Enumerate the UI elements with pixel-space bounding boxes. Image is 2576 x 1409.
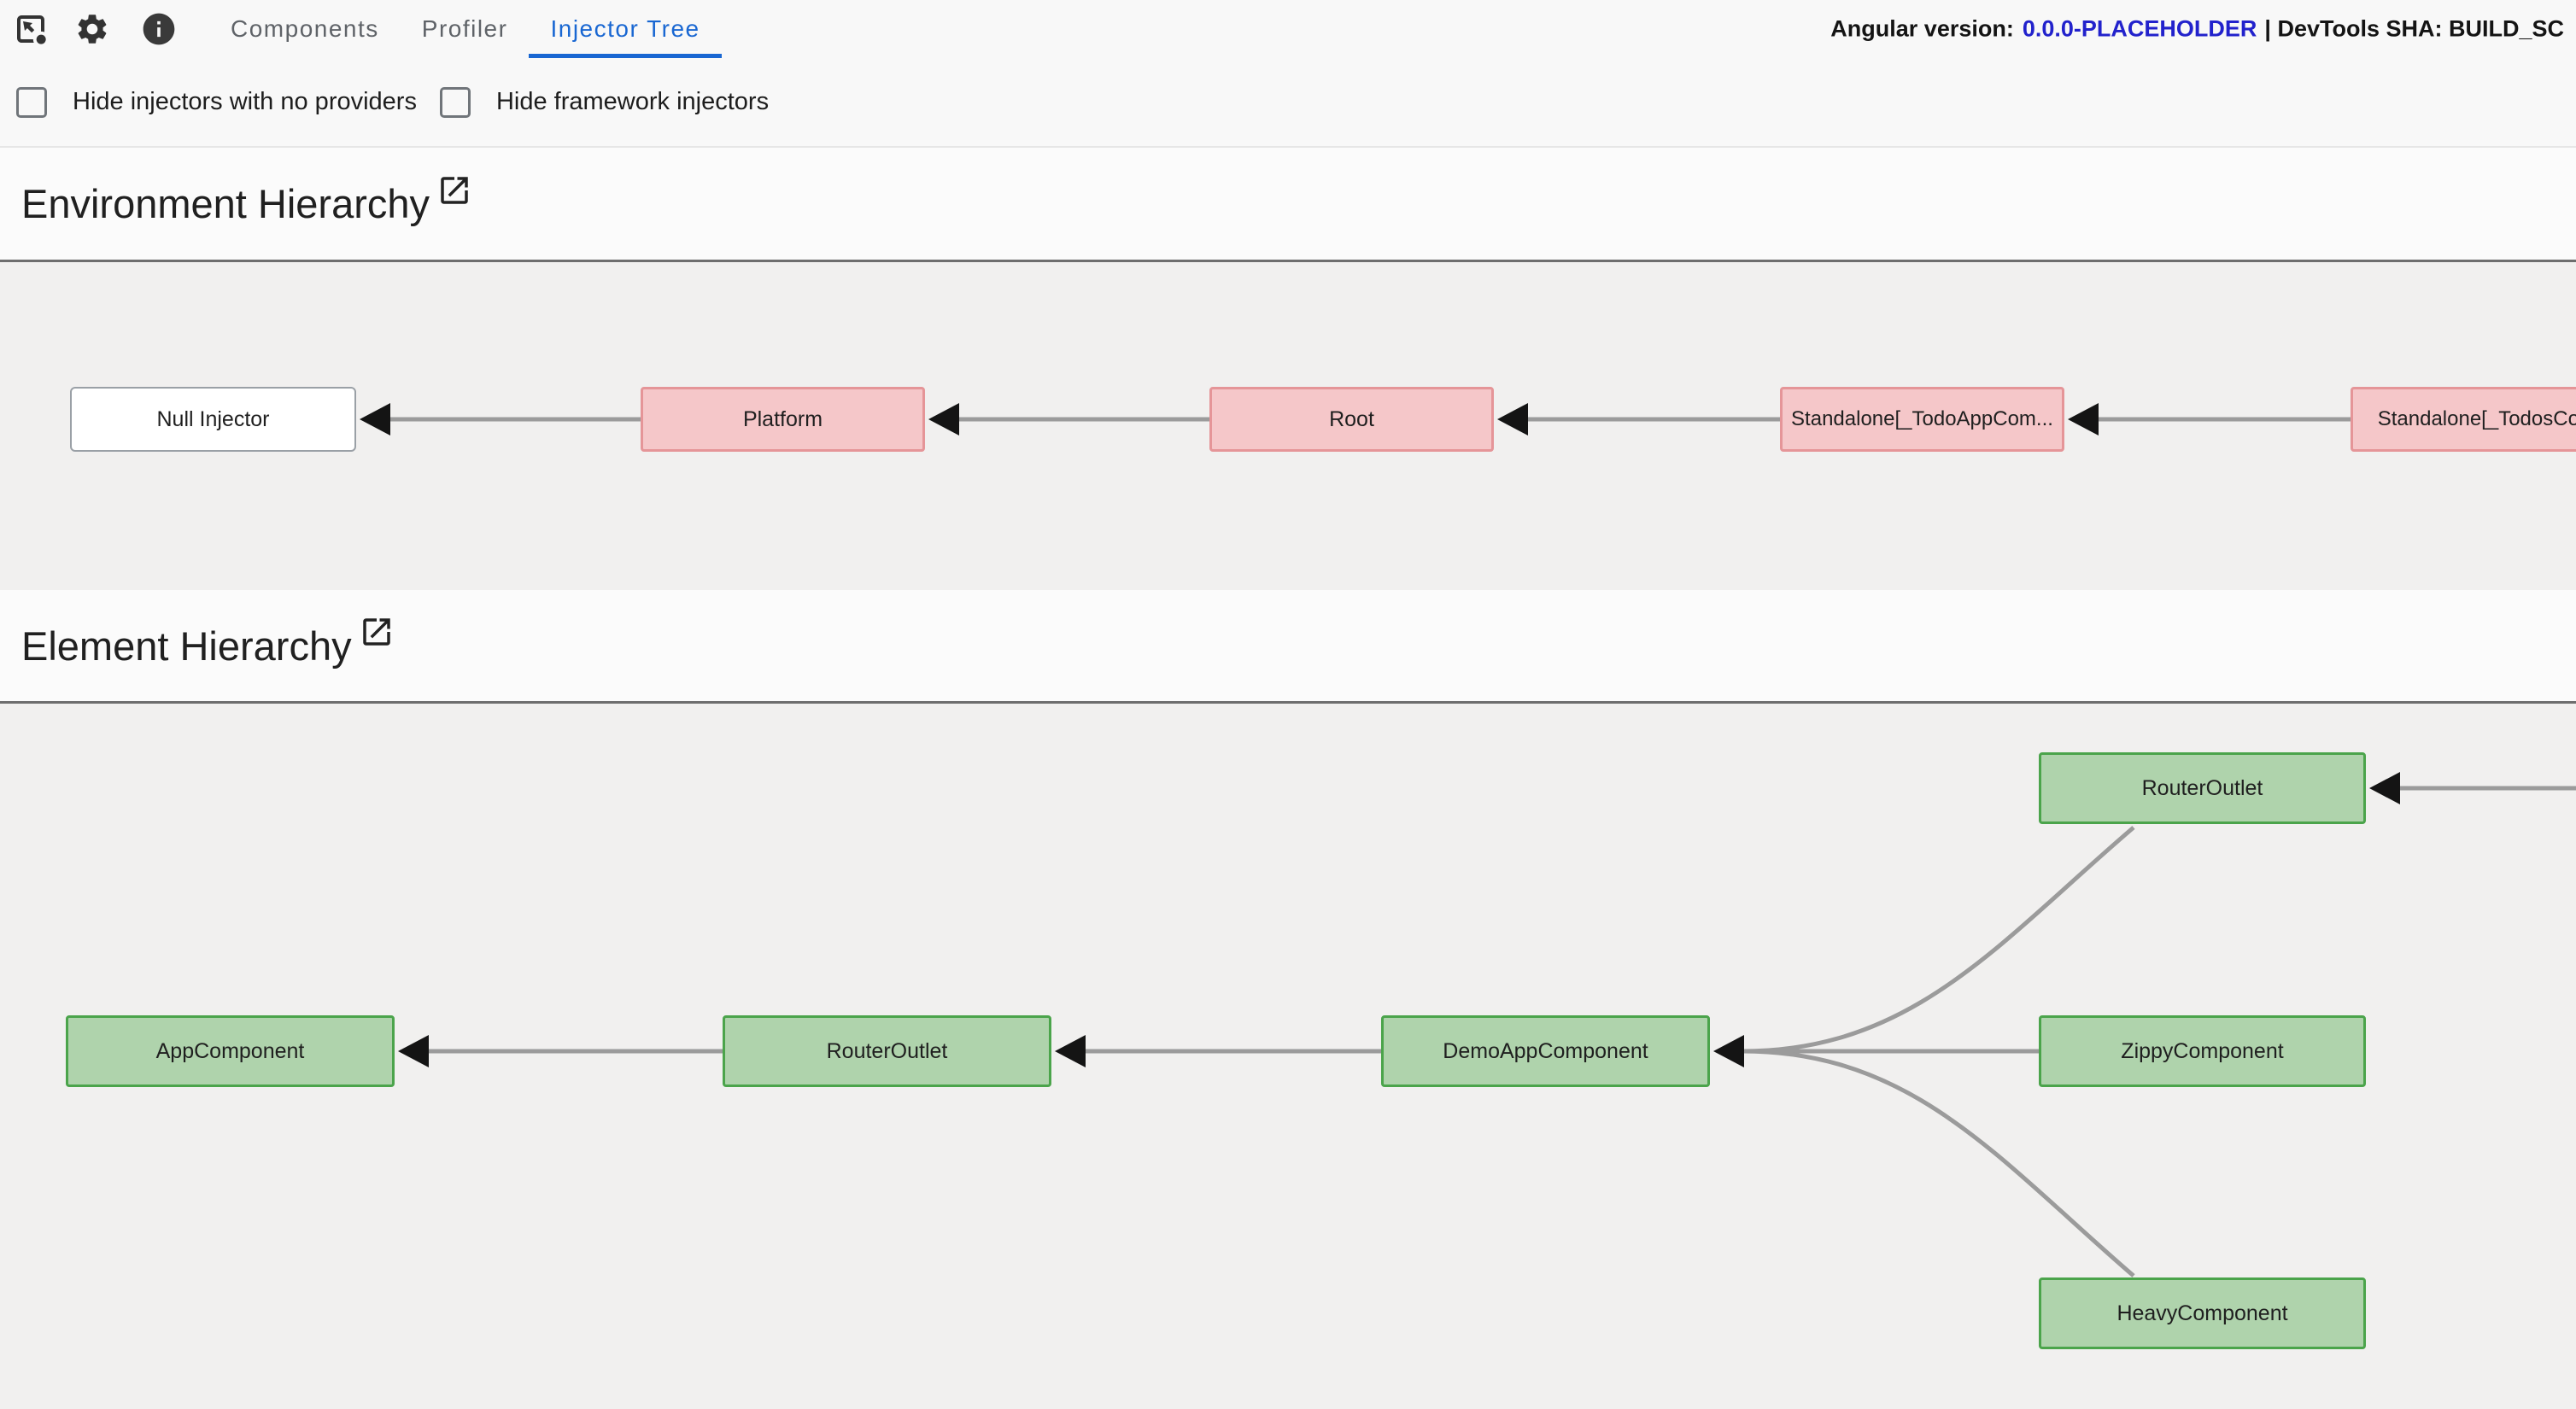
- environment-hierarchy-header: Environment Hierarchy: [0, 148, 2576, 262]
- node-standalone-todos-injector[interactable]: Standalone[_TodosComp: [2351, 387, 2576, 452]
- arrowhead: [928, 403, 959, 436]
- arrowhead: [2068, 403, 2099, 436]
- tab-injector-tree[interactable]: Injector Tree: [529, 0, 722, 58]
- version-value: 0.0.0-PLACEHOLDER: [2022, 15, 2257, 42]
- element-hierarchy-title: Element Hierarchy: [21, 623, 352, 669]
- arrowhead: [1055, 1035, 1086, 1067]
- element-graph-edges: [398, 772, 2576, 1277]
- tab-bar: Components Profiler Injector Tree: [209, 0, 722, 58]
- open-in-new-icon[interactable]: [436, 172, 472, 208]
- hide-framework-injectors-checkbox[interactable]: [439, 86, 471, 118]
- settings-gear-icon[interactable]: [73, 9, 112, 49]
- node-appcomponent[interactable]: AppComponent: [66, 1015, 395, 1087]
- environment-injector-graph: Null Injector Platform Root Standalone[_…: [0, 262, 2576, 590]
- hide-framework-injectors-label: Hide framework injectors: [495, 88, 770, 115]
- arrowhead: [360, 403, 390, 436]
- arrowhead: [1497, 403, 1528, 436]
- edge-routeroutlettop-demoapp: [1742, 826, 2135, 1054]
- info-icon[interactable]: [139, 9, 179, 49]
- environment-graph-edges: [360, 403, 2351, 436]
- node-zippycomponent[interactable]: ZippyComponent: [2039, 1015, 2366, 1087]
- injector-filters: Hide injectors with no providers Hide fr…: [0, 58, 2576, 148]
- arrowhead: [1713, 1035, 1744, 1067]
- hide-no-providers-label: Hide injectors with no providers: [73, 88, 417, 115]
- edge-heavy-demoapp: [1742, 1049, 2135, 1277]
- hide-no-providers-checkbox[interactable]: [16, 86, 47, 118]
- node-root-injector[interactable]: Root: [1209, 387, 1494, 452]
- node-routeroutlet[interactable]: RouterOutlet: [723, 1015, 1051, 1087]
- devtools-sha: | DevTools SHA: BUILD_SC: [2264, 15, 2564, 42]
- tab-profiler[interactable]: Profiler: [421, 15, 508, 42]
- tab-components[interactable]: Components: [231, 15, 379, 42]
- arrowhead: [398, 1035, 429, 1067]
- node-standalone-todoapp-injector[interactable]: Standalone[_TodoAppCom...: [1780, 387, 2064, 452]
- open-in-new-icon[interactable]: [359, 614, 395, 650]
- arrowhead: [2369, 772, 2400, 804]
- node-routeroutlet-top[interactable]: RouterOutlet: [2039, 752, 2366, 824]
- node-demoappcomponent[interactable]: DemoAppComponent: [1381, 1015, 1710, 1087]
- devtools-toolbar: Components Profiler Injector Tree Angula…: [0, 0, 2576, 58]
- node-null-injector[interactable]: Null Injector: [70, 387, 356, 452]
- element-hierarchy-header: Element Hierarchy: [0, 590, 2576, 704]
- environment-hierarchy-title: Environment Hierarchy: [21, 181, 430, 226]
- node-platform-injector[interactable]: Platform: [641, 387, 925, 452]
- inspect-element-icon[interactable]: [11, 9, 50, 49]
- element-injector-graph: AppComponent RouterOutlet DemoAppCompone…: [0, 704, 2576, 1409]
- version-label: Angular version:: [1830, 15, 2014, 42]
- version-info: Angular version: 0.0.0-PLACEHOLDER | DevTo…: [1830, 16, 2564, 43]
- node-heavycomponent[interactable]: HeavyComponent: [2039, 1277, 2366, 1349]
